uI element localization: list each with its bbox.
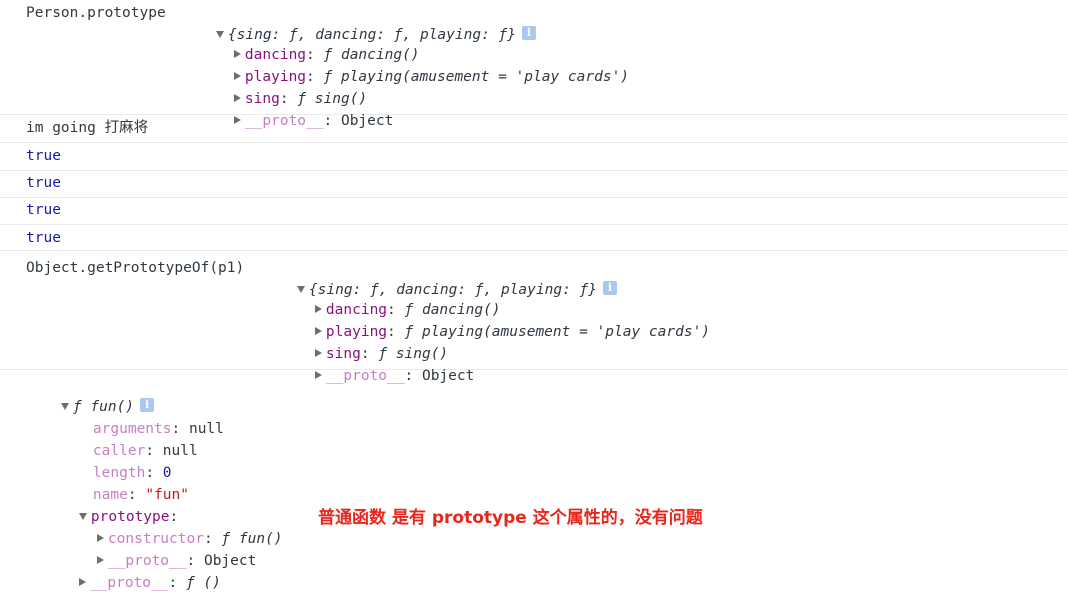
- property-value: ƒ playing(amusement = 'play cards'): [404, 324, 711, 340]
- expand-arrow-icon[interactable]: [96, 534, 104, 542]
- property-value: null: [162, 443, 198, 459]
- property-key: prototype: [90, 509, 170, 525]
- info-icon[interactable]: i: [603, 281, 618, 295]
- property-key: length: [92, 465, 146, 481]
- expand-arrow-icon[interactable]: [314, 327, 322, 335]
- property-row-prototype[interactable]: prototype:: [44, 484, 178, 525]
- property-key: playing: [325, 324, 388, 340]
- collapse-arrow-icon[interactable]: [215, 30, 224, 38]
- property-value: ƒ sing(): [297, 91, 368, 107]
- property-key: constructor: [107, 531, 204, 547]
- property-row-dancing[interactable]: dancing: ƒ dancing(): [280, 277, 501, 318]
- console-message-true-4: true: [0, 224, 1068, 251]
- property-value: ƒ sing(): [378, 346, 449, 362]
- info-icon[interactable]: i: [140, 398, 155, 412]
- property-row-playing[interactable]: playing: ƒ playing(amusement = 'play car…: [280, 299, 710, 340]
- expand-arrow-icon[interactable]: [96, 556, 104, 564]
- function-signature: ƒ fun(): [72, 399, 135, 415]
- object-summary: {sing: ƒ, dancing: ƒ, playing: ƒ}: [308, 282, 598, 298]
- expand-arrow-icon[interactable]: [233, 50, 241, 58]
- property-row-length: length: 0: [92, 465, 172, 481]
- property-row-arguments: arguments: null: [92, 421, 224, 437]
- property-row-outer-proto[interactable]: __proto__: ƒ (): [44, 550, 221, 591]
- collapse-arrow-icon[interactable]: [78, 512, 87, 520]
- expand-arrow-icon[interactable]: [233, 116, 241, 124]
- expand-arrow-icon[interactable]: [78, 578, 86, 586]
- console-message-person-prototype: Person.prototype {sing: ƒ, dancing: ƒ, p…: [0, 0, 1068, 129]
- object-summary: {sing: ƒ, dancing: ƒ, playing: ƒ}: [227, 27, 517, 43]
- expand-arrow-icon[interactable]: [233, 72, 241, 80]
- property-value: ƒ playing(amusement = 'play cards'): [323, 69, 630, 85]
- property-row-playing[interactable]: playing: ƒ playing(amusement = 'play car…: [199, 44, 629, 85]
- property-key: caller: [92, 443, 146, 459]
- info-icon[interactable]: i: [522, 26, 537, 40]
- console-message-true-2: true: [0, 170, 1068, 198]
- property-row-name: name: "fun": [92, 487, 189, 503]
- property-value: 0: [162, 465, 172, 481]
- expand-arrow-icon[interactable]: [233, 94, 241, 102]
- property-key: sing: [244, 91, 280, 107]
- property-value: null: [188, 421, 224, 437]
- collapse-arrow-icon[interactable]: [296, 285, 305, 293]
- property-key: sing: [325, 346, 361, 362]
- property-value: Object: [421, 368, 475, 384]
- property-value: ƒ (): [185, 575, 221, 591]
- property-key: playing: [244, 69, 307, 85]
- property-key: dancing: [325, 302, 388, 318]
- property-row-inner-proto[interactable]: __proto__: Object: [62, 528, 256, 569]
- property-row-constructor[interactable]: constructor: ƒ fun(): [62, 506, 283, 547]
- property-key: dancing: [244, 47, 307, 63]
- property-row-sing[interactable]: sing: ƒ sing(): [280, 321, 448, 362]
- property-value: ƒ dancing(): [323, 47, 420, 63]
- property-value: ƒ dancing(): [404, 302, 501, 318]
- property-key: name: [92, 487, 128, 503]
- property-value: Object: [340, 113, 394, 129]
- collapse-arrow-icon[interactable]: [60, 402, 69, 410]
- expression-label: Person.prototype: [26, 5, 166, 21]
- property-value: ƒ fun(): [221, 531, 283, 547]
- property-row-proto[interactable]: __proto__: Object: [280, 343, 474, 384]
- object-summary-row[interactable]: {sing: ƒ, dancing: ƒ, playing: ƒ} i: [181, 2, 537, 43]
- log-text: im going 打麻将: [26, 120, 149, 136]
- boolean-value: true: [26, 148, 61, 164]
- boolean-value: true: [26, 202, 61, 218]
- console-message-log: im going 打麻将: [0, 115, 1068, 143]
- property-row-sing[interactable]: sing: ƒ sing(): [199, 66, 367, 107]
- property-key: __proto__: [244, 113, 324, 129]
- expression-label: Object.getPrototypeOf(p1): [26, 260, 245, 276]
- property-value: "fun": [145, 487, 189, 503]
- property-row-proto[interactable]: __proto__: Object: [199, 88, 393, 129]
- property-key: __proto__: [325, 368, 405, 384]
- property-key: __proto__: [89, 575, 169, 591]
- console-message-true-3: true: [0, 197, 1068, 225]
- console-message-get-prototype-of: Object.getPrototypeOf(p1) {sing: ƒ, danc…: [0, 251, 1068, 384]
- expand-arrow-icon[interactable]: [314, 305, 322, 313]
- property-key: __proto__: [107, 553, 187, 569]
- expand-arrow-icon[interactable]: [314, 349, 322, 357]
- boolean-value: true: [26, 175, 61, 191]
- boolean-value: true: [26, 230, 61, 246]
- property-value: Object: [203, 553, 257, 569]
- property-key: arguments: [92, 421, 172, 437]
- property-row-caller: caller: null: [92, 443, 198, 459]
- object-summary-row[interactable]: {sing: ƒ, dancing: ƒ, playing: ƒ} i: [262, 257, 618, 298]
- expand-arrow-icon[interactable]: [314, 371, 322, 379]
- console-message-true-1: true: [0, 143, 1068, 171]
- annotation-text: 普通函数 是有 prototype 这个属性的，没有问题: [318, 508, 703, 528]
- property-row-dancing[interactable]: dancing: ƒ dancing(): [199, 22, 420, 63]
- function-header-row[interactable]: ƒ fun() i: [26, 374, 155, 415]
